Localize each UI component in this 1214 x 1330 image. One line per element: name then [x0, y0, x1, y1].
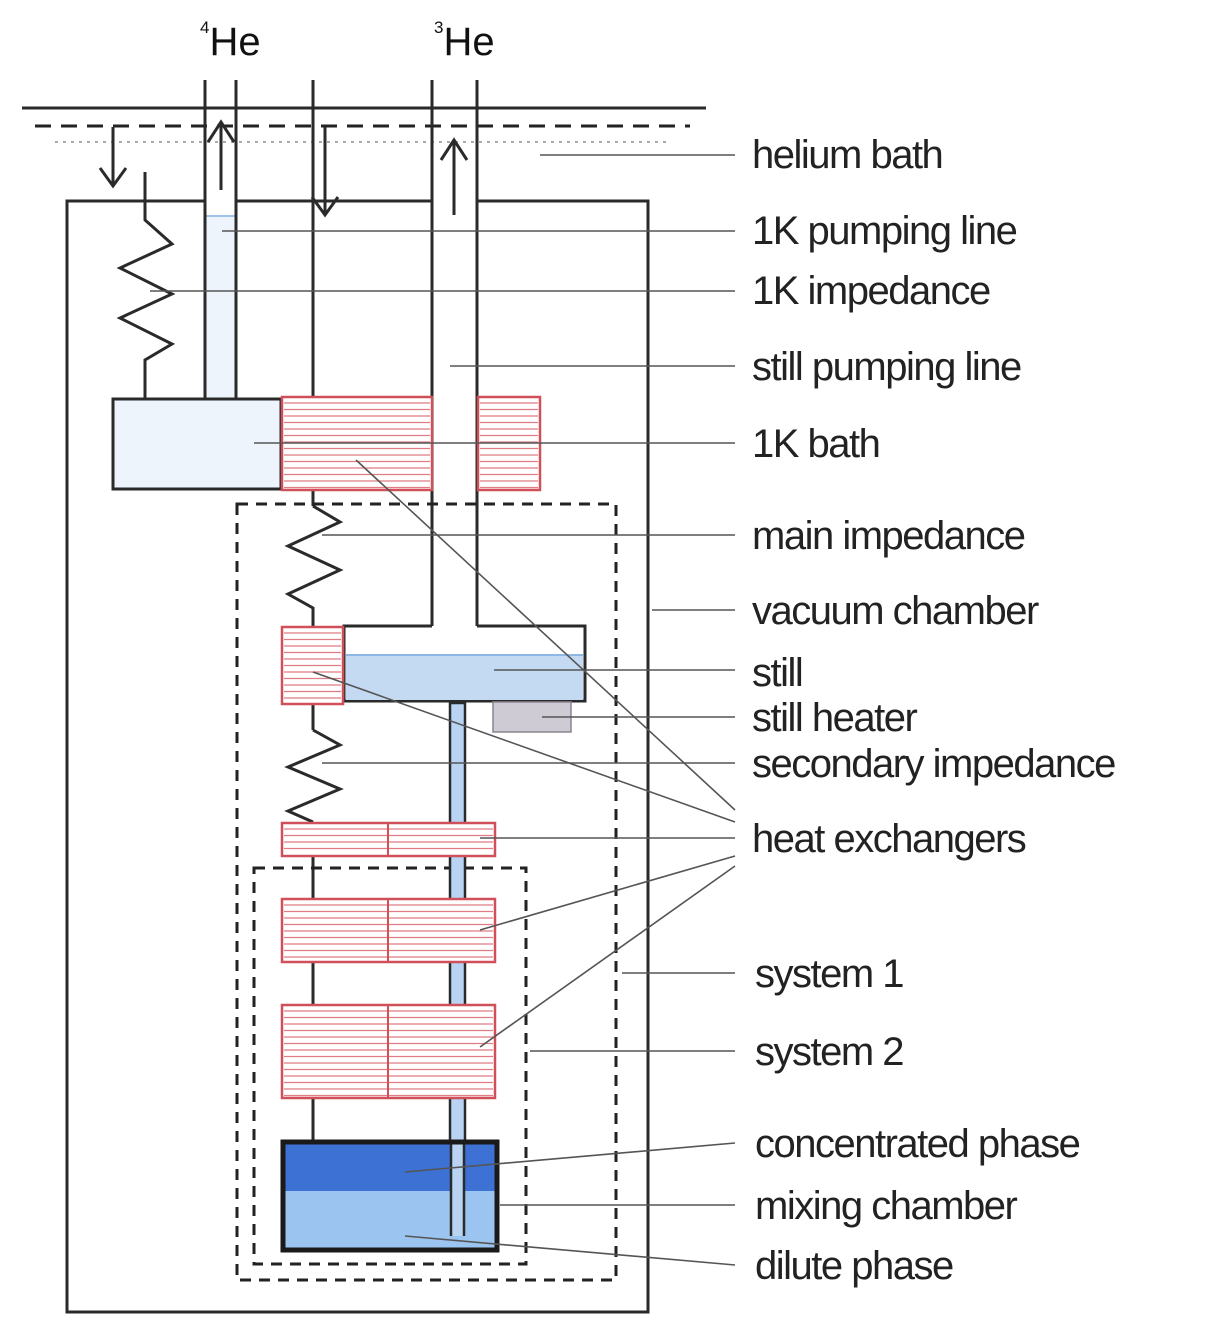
bath-down-arrow-left — [98, 127, 128, 189]
one-k-pumping-line-liquid — [205, 216, 236, 399]
label-still-heater: still heater — [752, 696, 917, 740]
he3-label: 3He — [434, 18, 495, 64]
heat-exchanger-hx-still — [280, 625, 345, 706]
label-system-1: system 1 — [755, 952, 903, 996]
label-one-k-bath: 1K bath — [752, 422, 879, 466]
he4-up-arrow — [206, 119, 236, 190]
leader-hx-still — [312, 671, 736, 823]
heat-exchangers-group — [280, 395, 542, 1100]
one-k-impedance-zigzag — [116, 172, 176, 399]
heat-exchanger-hx-large — [280, 1003, 497, 1100]
label-one-k-pumping-line: 1K pumping line — [752, 209, 1017, 253]
label-concentrated-phase: concentrated phase — [755, 1122, 1080, 1166]
system-2-boundary — [252, 866, 528, 1266]
heat-exchanger-hx-mid — [280, 897, 497, 964]
he4-label: 4He — [200, 18, 261, 64]
label-one-k-impedance: 1K impedance — [752, 269, 990, 313]
label-still-pumping-line: still pumping line — [752, 345, 1021, 389]
label-helium-bath: helium bath — [752, 133, 942, 177]
system-1-boundary — [235, 502, 618, 1282]
label-mixing-chamber: mixing chamber — [755, 1184, 1018, 1228]
he3-up-arrow — [439, 137, 469, 215]
still-body — [342, 624, 587, 703]
main-impedance-zigzag — [284, 504, 344, 627]
dilute-return-tube-inner — [452, 1143, 463, 1236]
mixing-chamber — [280, 1139, 500, 1253]
leader-hx-1k — [355, 459, 736, 811]
one-k-bath — [111, 397, 283, 491]
label-secondary-impedance: secondary impedance — [752, 742, 1115, 786]
label-main-impedance: main impedance — [752, 514, 1025, 558]
leader-lines — [150, 154, 736, 1266]
label-vacuum-chamber: vacuum chamber — [752, 589, 1039, 633]
secondary-impedance-zigzag — [284, 728, 344, 824]
leader-hx-mid — [479, 855, 736, 931]
label-system-2: system 2 — [755, 1030, 903, 1074]
label-dilute-phase: dilute phase — [755, 1244, 953, 1288]
still-liquid — [346, 655, 583, 700]
label-heat-exchangers: heat exchangers — [752, 817, 1026, 861]
heat-exchanger-hx-small — [280, 821, 497, 858]
label-still: still — [752, 651, 802, 695]
leader-dilute-phase — [404, 1235, 736, 1266]
leader-hx-large — [479, 865, 736, 1048]
vacuum-chamber-wall — [65, 199, 650, 1314]
leader-concentrated-phase — [404, 1142, 736, 1173]
